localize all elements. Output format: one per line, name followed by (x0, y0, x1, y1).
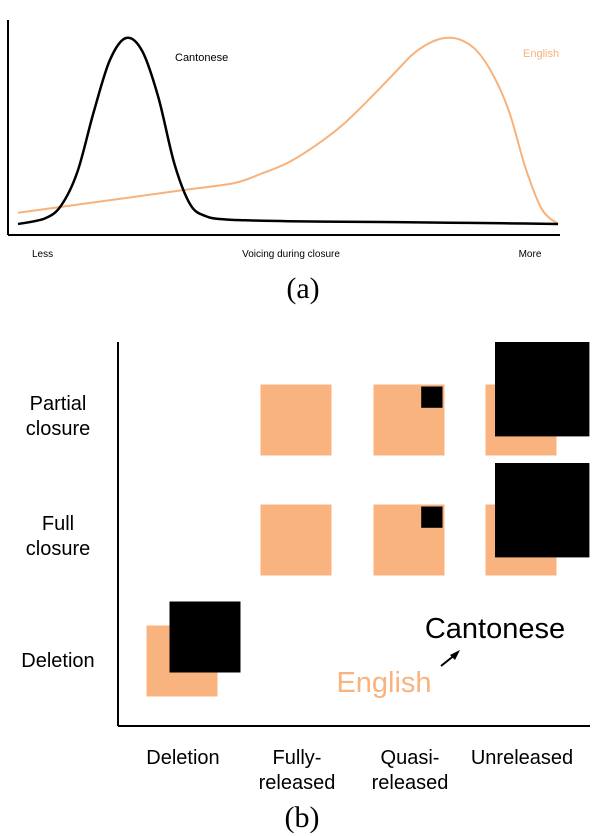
marker-english (260, 504, 332, 576)
panel-a-tick-more: More (519, 249, 542, 260)
series-line-cantonese (17, 36, 559, 226)
x-tick-label: Fully-released (259, 747, 336, 794)
x-tick-label: Quasi-released (372, 747, 449, 794)
marker-cantonese (169, 601, 241, 673)
y-tick-label: Deletion (21, 650, 94, 672)
series-label-english: English (523, 48, 559, 60)
panel-a-xlabel: Voicing during closure (242, 249, 340, 260)
series-line-english (17, 36, 559, 225)
marker-cantonese (421, 386, 443, 408)
series-label-cantonese: Cantonese (175, 52, 228, 64)
marker-cantonese (495, 342, 590, 437)
panel-b-caption: (b) (285, 801, 320, 834)
panel-a-caption: (a) (286, 272, 319, 305)
legend-arrow (440, 650, 460, 667)
marker-cantonese (421, 506, 443, 528)
x-tick-label: Deletion (146, 747, 219, 769)
legend-english: English (336, 667, 431, 699)
legend-cantonese: Cantonese (425, 613, 565, 645)
panel-a-tick-less: Less (32, 249, 53, 260)
x-tick-label: Unreleased (471, 747, 573, 769)
marker-cantonese (495, 463, 590, 558)
marker-english (260, 384, 332, 456)
